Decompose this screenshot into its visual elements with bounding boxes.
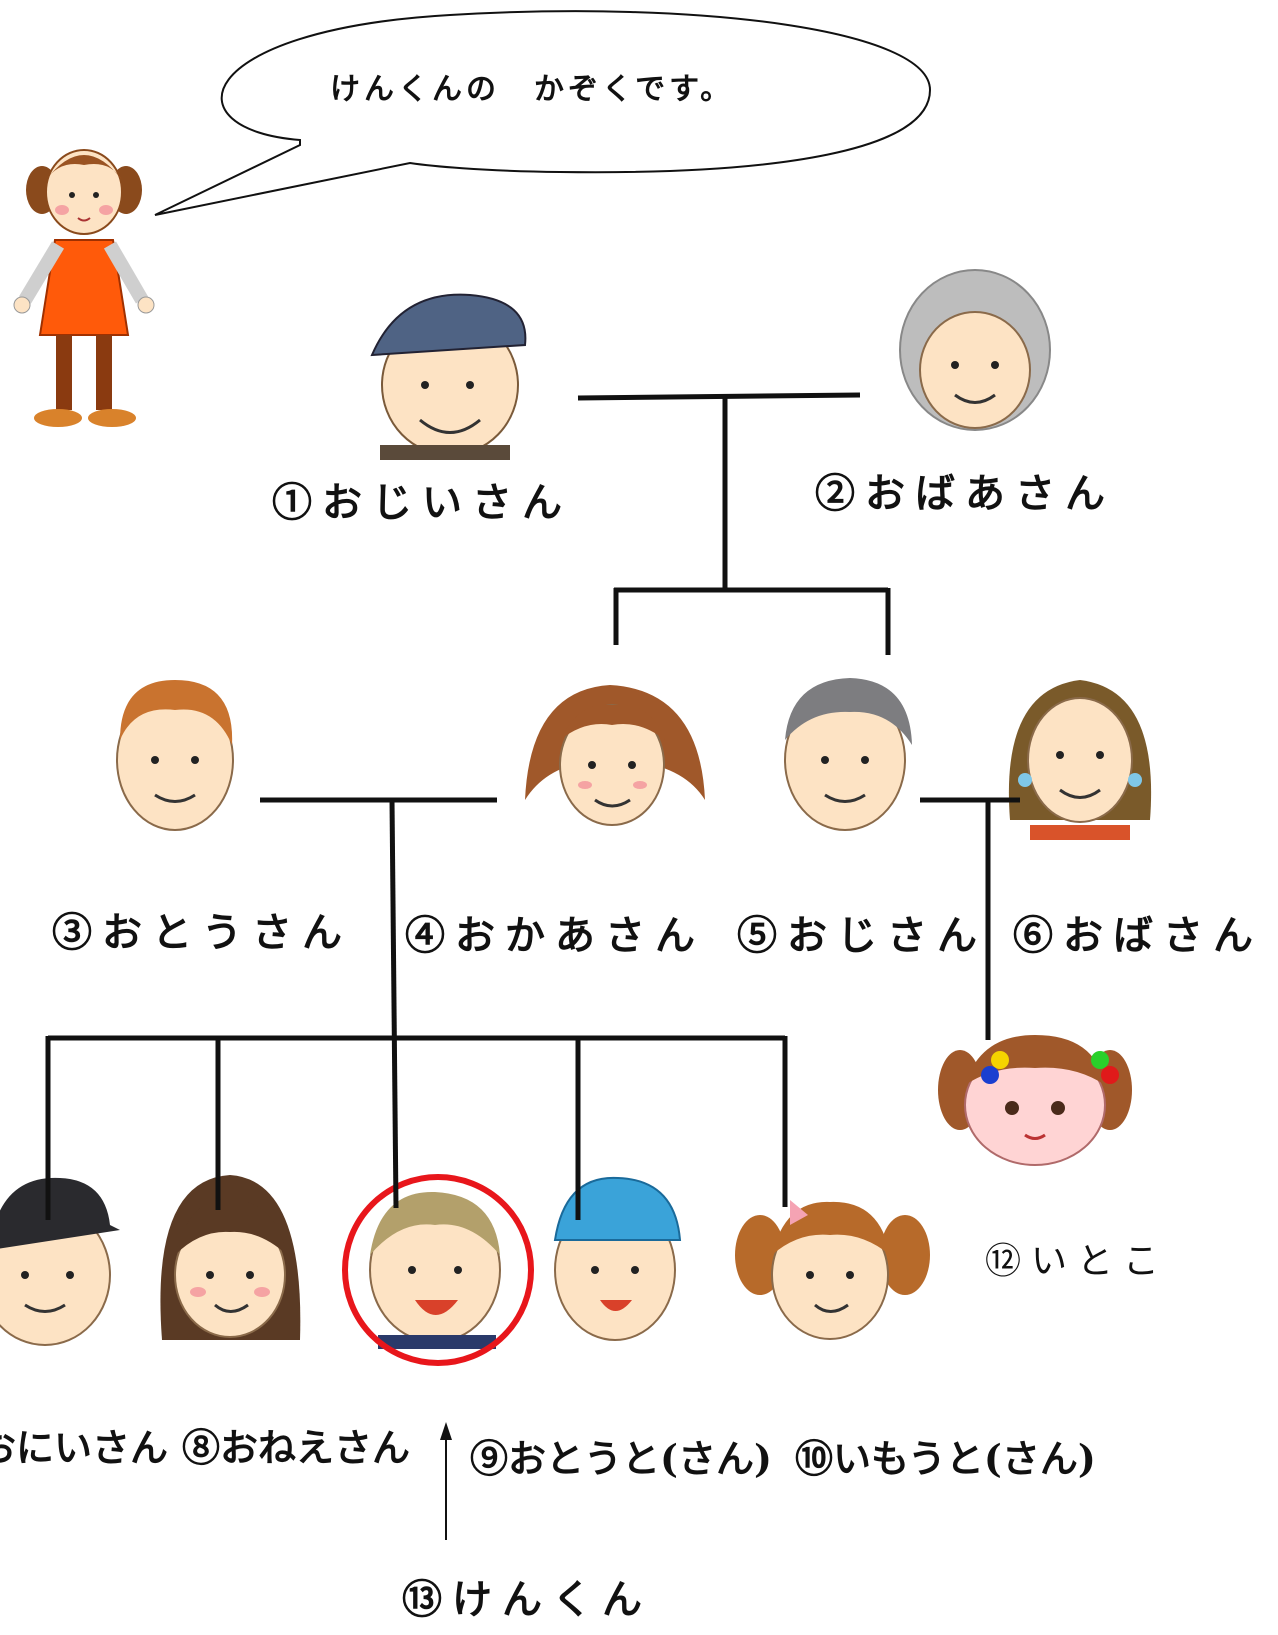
younger-brother-illustration [553, 1176, 682, 1341]
younger-sister-illustration [735, 1200, 930, 1340]
mother-illustration [525, 685, 705, 826]
connector-lines [45, 392, 1020, 1220]
narrator-girl-illustration [13, 149, 155, 427]
label-younger-brother: ⑨おとうと(さん) [470, 1436, 772, 1481]
older-brother-illustration [0, 1177, 120, 1346]
label-younger-sister: ⑩いもうと(さん) [795, 1436, 1096, 1481]
parents-descent-line [389, 799, 399, 1209]
label-grandmother: ②おばあさん [815, 470, 1115, 517]
ken-arrow [440, 1422, 452, 1540]
cousin-illustration [938, 1035, 1132, 1166]
older-sister-illustration [160, 1175, 301, 1340]
grandmother-illustration [899, 269, 1051, 431]
label-ken: ⑬けんくん [402, 1576, 652, 1623]
label-father: ③おとうさん [52, 909, 352, 956]
uncle-illustration [784, 678, 912, 831]
ken-illustration [369, 1191, 501, 1349]
label-grandfather: ①おじいさん [272, 479, 572, 526]
label-older-sister: ⑧おねえさん [182, 1425, 411, 1470]
speech-bubble-text: けんくんの かぞくです。 [330, 72, 735, 107]
aunt-illustration [1008, 680, 1152, 840]
label-uncle: ⑤おじさん [737, 912, 987, 959]
label-cousin: ⑫いとこ [985, 1241, 1170, 1282]
ken-highlight-circle [342, 1174, 534, 1366]
grandparents-marriage-line [577, 392, 861, 401]
father-illustration [116, 680, 234, 831]
grandfather-illustration [370, 293, 527, 460]
speech-bubble [154, 10, 932, 216]
label-aunt: ⑥おばさん [1013, 912, 1263, 959]
label-older-brother: ⑦おにいさん [0, 1425, 169, 1470]
label-mother: ④おかあさん [405, 912, 705, 959]
